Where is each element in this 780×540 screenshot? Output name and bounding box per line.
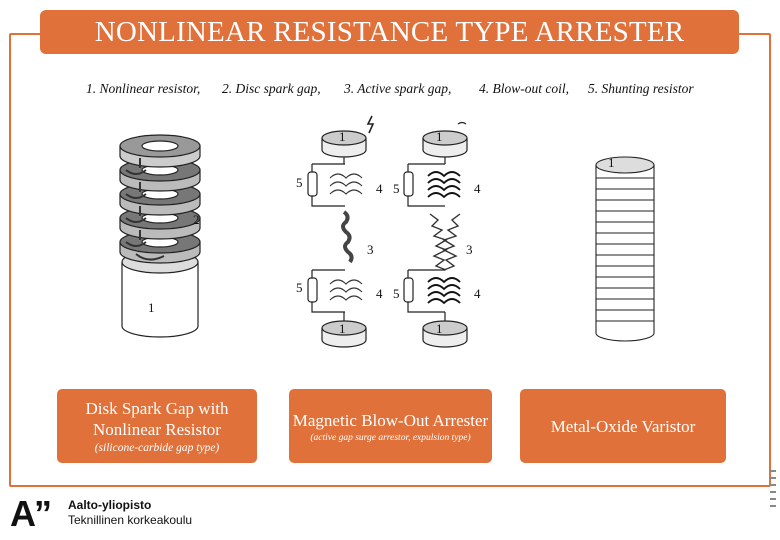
aalto-mark: A”: [10, 493, 52, 534]
legend-item-shunting-resistor: 5. Shunting resistor: [588, 81, 694, 96]
label-3-right: 3: [466, 242, 473, 257]
label-1-mid-right-top: 1: [436, 129, 443, 144]
blow-out-column-left: [307, 115, 375, 348]
blow-out-column-right: [403, 121, 468, 348]
legend-item-disc-spark-gap: 2. Disc spark gap,: [222, 81, 321, 96]
label-5-lower-right: 5: [393, 286, 400, 301]
legend-item-nonlinear-resistor: 1. Nonlinear resistor,: [86, 81, 201, 96]
legend-item-blow-out-coil: 4. Blow-out coil,: [479, 81, 569, 96]
caption-magnetic-blow-out-subtitle: (active gap surge arrestor, expulsion ty…: [310, 432, 471, 443]
caption-magnetic-blow-out: Magnetic Blow-Out Arrester (active gap s…: [289, 389, 492, 463]
label-5-lower-left: 5: [296, 280, 303, 295]
aalto-logo: A” Aalto-yliopisto Teknillinen korkeakou…: [10, 493, 210, 535]
caption-metal-oxide-varistor-title: Metal-Oxide Varistor: [550, 416, 696, 436]
label-4-upper-left: 4: [376, 181, 383, 196]
edge-marks: [770, 470, 776, 507]
caption-disk-spark-gap-title: Disk Spark Gap with Nonlinear Resistor: [85, 399, 229, 439]
label-1-left: 1: [148, 300, 155, 315]
label-4-upper-right: 4: [474, 181, 481, 196]
label-4-lower-right: 4: [474, 286, 481, 301]
aalto-logo-title: Aalto-yliopisto: [68, 498, 152, 512]
caption-disk-spark-gap: Disk Spark Gap with Nonlinear Resistor (…: [57, 389, 257, 463]
label-3-left: 3: [367, 242, 374, 257]
label-1-mid-left-bottom: 1: [339, 321, 346, 336]
varistor-stack-drawing: [595, 156, 655, 342]
slide-title: NONLINEAR RESISTANCE TYPE ARRESTER: [94, 15, 685, 48]
label-1-mid-right-bottom: 1: [436, 321, 443, 336]
title-banner: NONLINEAR RESISTANCE TYPE ARRESTER: [40, 10, 739, 54]
label-1-mid-left-top: 1: [339, 129, 346, 144]
disk-spark-gap-drawing: [119, 134, 201, 338]
caption-disk-spark-gap-subtitle: (silicone-carbide gap type): [94, 442, 220, 454]
label-2: 2: [193, 212, 200, 227]
caption-metal-oxide-varistor: Metal-Oxide Varistor: [520, 389, 726, 463]
label-5-upper-left: 5: [296, 175, 303, 190]
aalto-logo-subtitle: Teknillinen korkeakoulu: [68, 513, 193, 527]
caption-magnetic-blow-out-title: Magnetic Blow-Out Arrester: [292, 410, 489, 430]
legend-item-active-spark-gap: 3. Active spark gap,: [344, 81, 452, 96]
label-4-lower-left: 4: [376, 286, 383, 301]
label-5-upper-right: 5: [393, 181, 400, 196]
label-1-varistor: 1: [608, 155, 615, 170]
